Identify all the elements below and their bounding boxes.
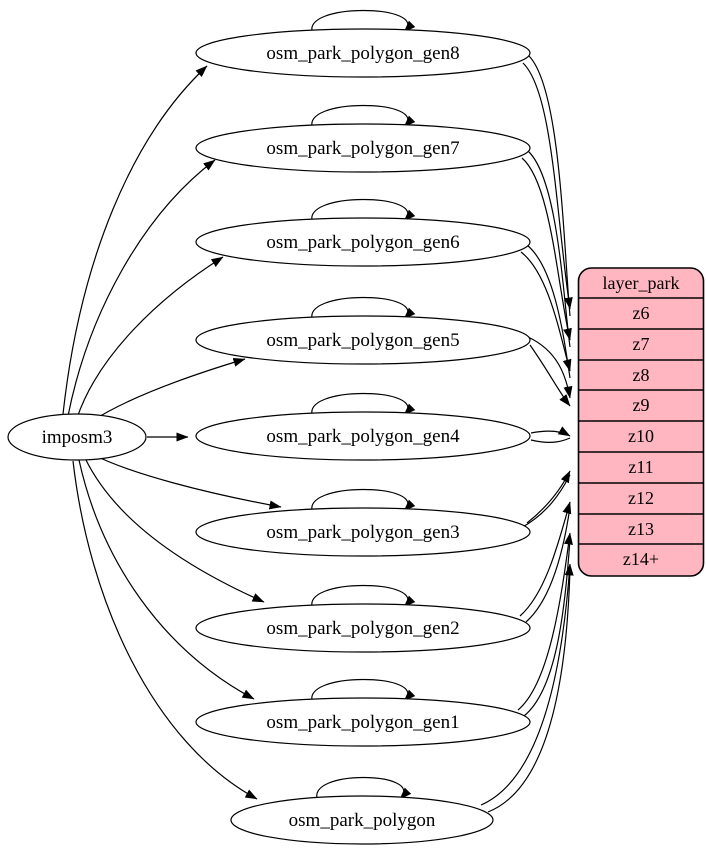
gen7-ellipse — [195, 123, 531, 173]
edge-gen4-z10-strand — [530, 437, 571, 443]
gen2-label: osm_park_polygon_gen2 — [266, 618, 459, 639]
node-osm-park-polygon-gen4: osm_park_polygon_gen4 — [195, 411, 531, 461]
gen5-label: osm_park_polygon_gen5 — [266, 330, 459, 351]
edge-polygon-z14 — [480, 563, 574, 806]
layer-park-row-z11: z11 — [628, 457, 653, 477]
gen4-ellipse — [195, 411, 531, 461]
self-loop-gen4 — [311, 392, 416, 418]
layer-park-row-z6: z6 — [633, 303, 650, 323]
gen8-label: osm_park_polygon_gen8 — [266, 43, 459, 64]
edge-gen6-z8 — [520, 251, 572, 372]
node-osm-park-polygon-gen8: osm_park_polygon_gen8 — [195, 28, 531, 78]
edge-imposm3-gen8 — [62, 65, 208, 415]
gen6-ellipse — [195, 217, 531, 267]
self-loop-gen7 — [311, 104, 416, 130]
edge-imposm3-gen3 — [93, 454, 282, 510]
node-osm-park-polygon-gen1: osm_park_polygon_gen1 — [195, 697, 531, 747]
node-osm-park-polygon: osm_park_polygon — [230, 795, 494, 845]
gen1-ellipse — [195, 697, 531, 747]
layer-park-body — [577, 267, 705, 577]
node-imposm3: imposm3 — [7, 413, 147, 461]
edge-polygon-z14-strand — [487, 568, 571, 813]
edge-gen8-z6-strand — [528, 55, 571, 317]
layer-park-row-z13: z13 — [628, 519, 654, 539]
edge-gen8-z6 — [522, 62, 573, 310]
edge-imposm3-gen5 — [91, 357, 246, 422]
edge-imposm3-gen1 — [78, 459, 255, 700]
edge-imposm3-gen7 — [67, 159, 216, 417]
polygon-ellipse — [230, 795, 494, 845]
self-loop-gen3 — [311, 488, 416, 514]
node-osm-park-polygon-gen6: osm_park_polygon_gen6 — [195, 217, 531, 267]
imposm3-ellipse — [7, 413, 147, 461]
edge-gen4-z10 — [530, 426, 571, 437]
layer-park-row-z9: z9 — [633, 395, 650, 415]
layer-park-row-z14: z14+ — [623, 549, 659, 569]
layer-park-row-z10: z10 — [628, 426, 654, 446]
node-osm-park-polygon-gen3: osm_park_polygon_gen3 — [195, 507, 531, 557]
gen8-ellipse — [195, 28, 531, 78]
layer-park-title: layer_park — [603, 273, 680, 293]
edge-gen2-z12-strand — [525, 506, 571, 623]
node-osm-park-polygon-gen7: osm_park_polygon_gen7 — [195, 123, 531, 173]
gen4-label: osm_park_polygon_gen4 — [266, 426, 460, 447]
edge-imposm3-gen6 — [76, 256, 224, 419]
layer-park-row-z8: z8 — [633, 365, 650, 385]
gen2-ellipse — [195, 603, 531, 653]
polygon-label: osm_park_polygon — [289, 810, 436, 831]
table-layer-park: layer_park z6 z7 z8 z9 z10 z11 z12 z13 z… — [577, 267, 705, 577]
gen5-ellipse — [195, 315, 531, 365]
self-loop-gen2 — [311, 584, 416, 610]
edge-gen6-z8-strand — [526, 244, 571, 379]
edge-gen7-z7 — [521, 157, 572, 341]
edge-imposm3-gen2 — [84, 457, 265, 603]
layer-park-row-z7: z7 — [633, 334, 650, 354]
node-osm-park-polygon-gen5: osm_park_polygon_gen5 — [195, 315, 531, 365]
edge-gen3-z11-strand — [520, 474, 571, 529]
edge-gen7-z7-strand — [527, 150, 571, 348]
gen3-ellipse — [195, 507, 531, 557]
node-osm-park-polygon-gen2: osm_park_polygon_gen2 — [195, 603, 531, 653]
self-loop-gen5 — [311, 296, 416, 322]
gen7-label: osm_park_polygon_gen7 — [266, 138, 459, 159]
self-loop-gen1 — [311, 678, 416, 704]
imposm3-label: imposm3 — [42, 427, 113, 448]
gen6-label: osm_park_polygon_gen6 — [266, 232, 459, 253]
edge-group — [62, 9, 574, 813]
self-loop-polygon — [316, 776, 412, 802]
edge-gen2-z12 — [519, 501, 572, 617]
gen3-label: osm_park_polygon_gen3 — [266, 522, 459, 543]
self-loop-gen6 — [311, 198, 416, 224]
gen1-label: osm_park_polygon_gen1 — [266, 712, 459, 733]
edge-gen5-z9 — [527, 336, 573, 399]
edge-imposm3-polygon — [72, 460, 258, 800]
layer-park-row-z12: z12 — [628, 488, 654, 508]
edge-gen5-z9-strand — [529, 344, 571, 407]
self-loop-gen8 — [311, 9, 416, 35]
edge-gen3-z11 — [526, 470, 571, 524]
edge-gen1-z13 — [517, 532, 573, 711]
